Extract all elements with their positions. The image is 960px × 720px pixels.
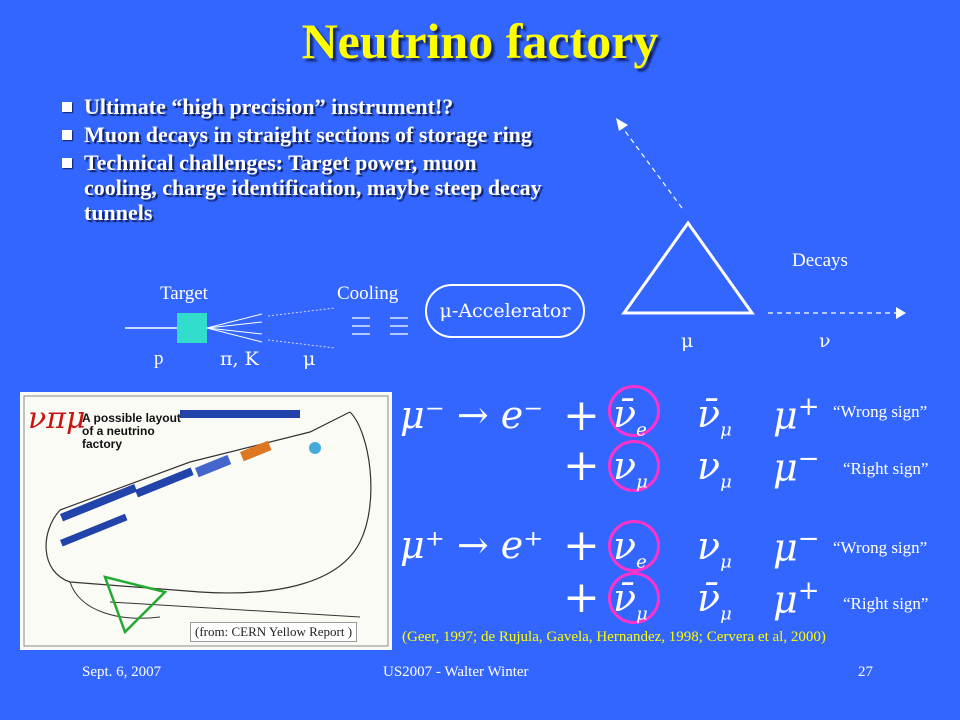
target-label: Target	[160, 283, 208, 304]
pion-line	[206, 327, 263, 335]
accelerator-label: μ-Accelerator	[439, 300, 571, 322]
neutrino-beam-arrow	[621, 126, 683, 209]
bullet-square-icon	[62, 102, 72, 112]
factory-schematic	[125, 118, 906, 349]
oscillated-neutrino: νμ	[697, 444, 732, 493]
page-number: 27	[858, 664, 873, 680]
storage-ring-triangle	[621, 220, 755, 315]
decays-label: Decays	[792, 250, 848, 271]
neutrino-symbol: ν̄μ	[613, 576, 648, 625]
footer-date: Sept. 6, 2007	[82, 664, 162, 680]
mu-minus-decay: μ⁻ → e⁻	[400, 393, 544, 437]
decay-cone-line	[267, 307, 336, 317]
right-sign-label: “Right sign”	[843, 594, 929, 613]
charged-lepton: μ+	[773, 392, 820, 438]
cooling-cells	[352, 317, 408, 335]
oscillated-neutrino: ν̄μ	[697, 576, 732, 625]
bullet-item: Ultimate “high precision” instrument!?	[60, 94, 620, 119]
reference-citation: (Geer, 1997; de Rujula, Gavela, Hernande…	[402, 629, 826, 645]
nufact-logo-icon: νπμ	[28, 401, 85, 436]
arrowhead-icon	[896, 307, 906, 319]
bullet-text: Ultimate “high precision” instrument!?	[84, 94, 454, 119]
bullet-item: Technical challenges: Target power, muon…	[60, 150, 554, 225]
cooling-label: Cooling	[337, 283, 399, 304]
bullet-text: Muon decays in straight sections of stor…	[84, 122, 532, 147]
plus-sign: +	[563, 440, 600, 491]
highlight-circle	[608, 440, 660, 492]
highlight-circle	[608, 572, 660, 624]
plus-sign: +	[563, 390, 600, 441]
bullet-square-icon	[62, 130, 72, 140]
charged-lepton: μ+	[773, 576, 820, 622]
ring-muon-label: μ	[681, 330, 694, 352]
slide-title: Neutrino factory	[301, 13, 659, 69]
wrong-sign-label: “Wrong sign”	[833, 538, 928, 557]
right-sign-label: “Right sign”	[843, 459, 929, 478]
decay-cone-line	[267, 339, 336, 349]
highlight-circle	[608, 520, 660, 572]
highlight-circle	[608, 385, 660, 437]
neutrino-symbol: ν̄e	[613, 392, 647, 441]
plus-sign: +	[563, 520, 600, 571]
bullet-square-icon	[62, 158, 72, 168]
factory-layout-figure: νπμ A possible layout of a neutrino fact…	[20, 392, 392, 650]
layout-heading: A possible layout of a neutrino factory	[82, 411, 181, 451]
oscillated-neutrino: ν̄μ	[697, 392, 732, 441]
charged-lepton: μ−	[773, 444, 820, 490]
pion-line	[206, 321, 263, 329]
pion-kaon-label: π, K	[220, 348, 259, 370]
muon-label: μ	[303, 348, 316, 370]
layout-caption: (from: CERN Yellow Report )	[190, 622, 358, 642]
neutrino-label: ν	[819, 330, 831, 352]
bullet-list: Ultimate “high precision” instrument!? M…	[60, 94, 620, 228]
accelerator-box: μ-Accelerator	[425, 284, 585, 338]
footer-title: US2007 - Walter Winter	[383, 664, 529, 680]
pion-line	[206, 313, 263, 329]
mu-plus-decay: μ⁺ → e⁺	[400, 523, 544, 567]
arrowhead-icon	[616, 118, 628, 131]
proton-label: p	[154, 348, 164, 369]
pion-line	[206, 327, 263, 343]
plus-sign: +	[563, 572, 600, 623]
bullet-text: Technical challenges: Target power, muon…	[84, 150, 542, 225]
neutrino-symbol: νe	[613, 524, 647, 573]
wrong-sign-label: “Wrong sign”	[833, 402, 928, 421]
layout-drawing: νπμ	[23, 395, 389, 647]
target-block	[177, 313, 207, 343]
bullet-item: Muon decays in straight sections of stor…	[60, 122, 620, 147]
neutrino-symbol: νμ	[613, 444, 648, 493]
oscillated-neutrino: νμ	[697, 524, 732, 573]
charged-lepton: μ−	[773, 524, 820, 570]
